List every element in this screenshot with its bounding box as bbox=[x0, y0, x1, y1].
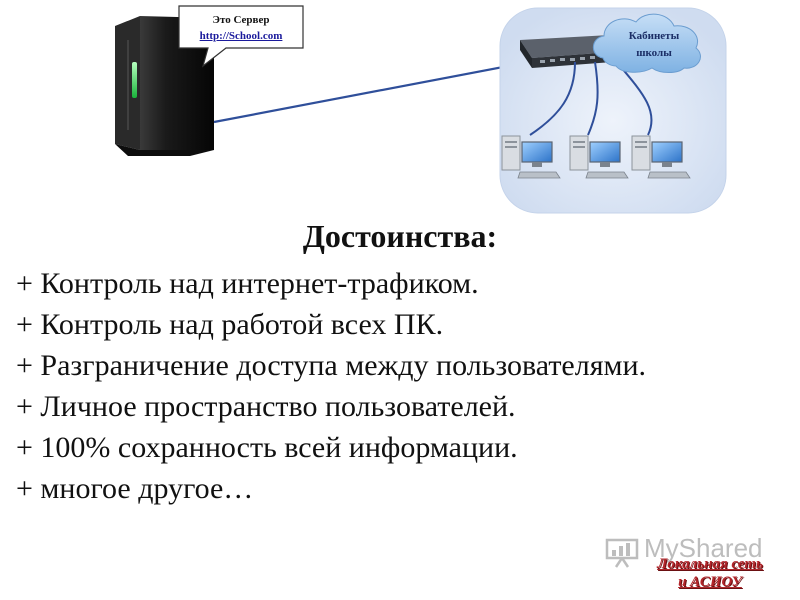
advantage-item: + многое другое… bbox=[16, 472, 254, 505]
advantages-list: + Контроль над интернет-трафиком. + Конт… bbox=[16, 263, 646, 509]
server-callout-title: Это Сервер bbox=[212, 14, 270, 26]
advantage-item: + Контроль над интернет-трафиком. bbox=[16, 267, 479, 300]
computer-icon bbox=[569, 135, 629, 179]
presentation-board-icon bbox=[605, 538, 639, 568]
server-icon bbox=[115, 16, 214, 156]
watermark-subtitle-line1[interactable]: Локальная сеть bbox=[657, 556, 763, 572]
server-link-line bbox=[213, 58, 541, 124]
advantage-item: + Контроль над работой всех ПК. bbox=[16, 308, 444, 341]
computer-icon bbox=[501, 135, 561, 179]
watermark-subtitle-line2[interactable]: и АСИОУ bbox=[678, 574, 742, 590]
network-diagram bbox=[115, 5, 727, 214]
cloud-icon bbox=[592, 13, 701, 73]
advantages-heading: Достоинства: bbox=[302, 218, 498, 254]
advantage-item: + Разграничение доступа между пользовате… bbox=[16, 349, 647, 382]
server-callout bbox=[178, 5, 304, 68]
network-cloud-label: Кабинеты школы bbox=[628, 30, 680, 59]
server-led bbox=[132, 62, 137, 98]
server-callout-link[interactable]: http://School.com bbox=[199, 30, 283, 42]
advantage-item: + Личное пространство пользователей. bbox=[16, 390, 516, 423]
advantage-item: + 100% сохранность всей информации. bbox=[16, 431, 518, 464]
computer-icon bbox=[631, 135, 691, 179]
watermark-brand: MyShared bbox=[644, 533, 763, 563]
